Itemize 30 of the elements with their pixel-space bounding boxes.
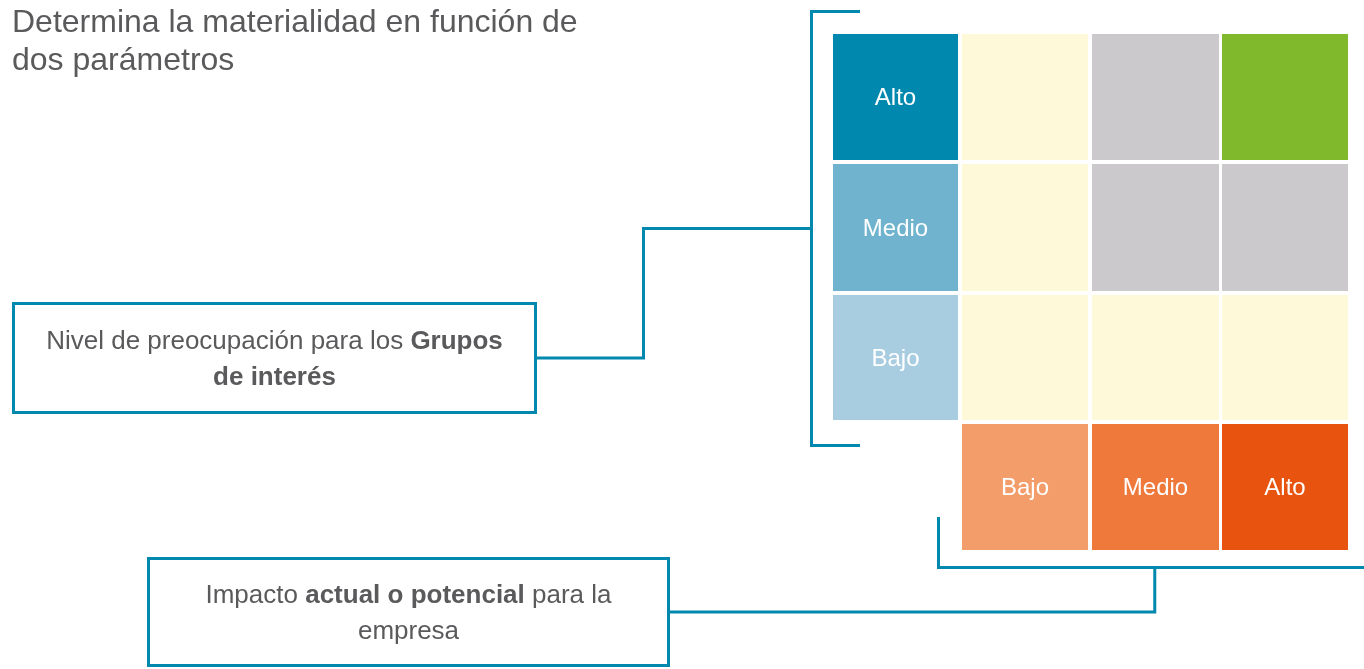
matrix-cell xyxy=(1222,295,1348,420)
label-box xyxy=(147,557,670,667)
label-text: Impacto actual o potencial para la empresa xyxy=(204,578,613,647)
row-header xyxy=(833,34,958,160)
column-header xyxy=(1092,424,1219,550)
column-header xyxy=(962,424,1088,550)
matrix-cell xyxy=(1222,34,1348,160)
title: Determina la materialidad en función de dos parámetros xyxy=(12,2,579,78)
matrix-cell xyxy=(1092,164,1219,291)
matrix-cell xyxy=(962,164,1088,291)
row-header xyxy=(833,295,958,420)
matrix-cell xyxy=(1092,295,1219,420)
header-label: Medio xyxy=(862,212,929,243)
header-label: Alto xyxy=(1264,472,1306,502)
matrix-cell xyxy=(962,295,1088,420)
header-label: Alto xyxy=(874,82,917,112)
bracket xyxy=(810,10,860,447)
matrix-cell xyxy=(962,34,1088,160)
column-header xyxy=(1222,424,1348,550)
matrix-cell xyxy=(1222,164,1348,291)
row-header xyxy=(833,164,958,291)
label-box xyxy=(12,302,537,414)
leader-line xyxy=(537,227,810,360)
header-label: Bajo xyxy=(1000,472,1049,502)
bracket xyxy=(937,517,1364,569)
matrix-cell xyxy=(1092,34,1219,160)
leader-line xyxy=(670,569,1157,614)
label-text: Nivel de preocupación para los Grupos de interés xyxy=(45,324,504,393)
header-label: Bajo xyxy=(871,342,920,373)
header-label: Medio xyxy=(1122,472,1189,502)
